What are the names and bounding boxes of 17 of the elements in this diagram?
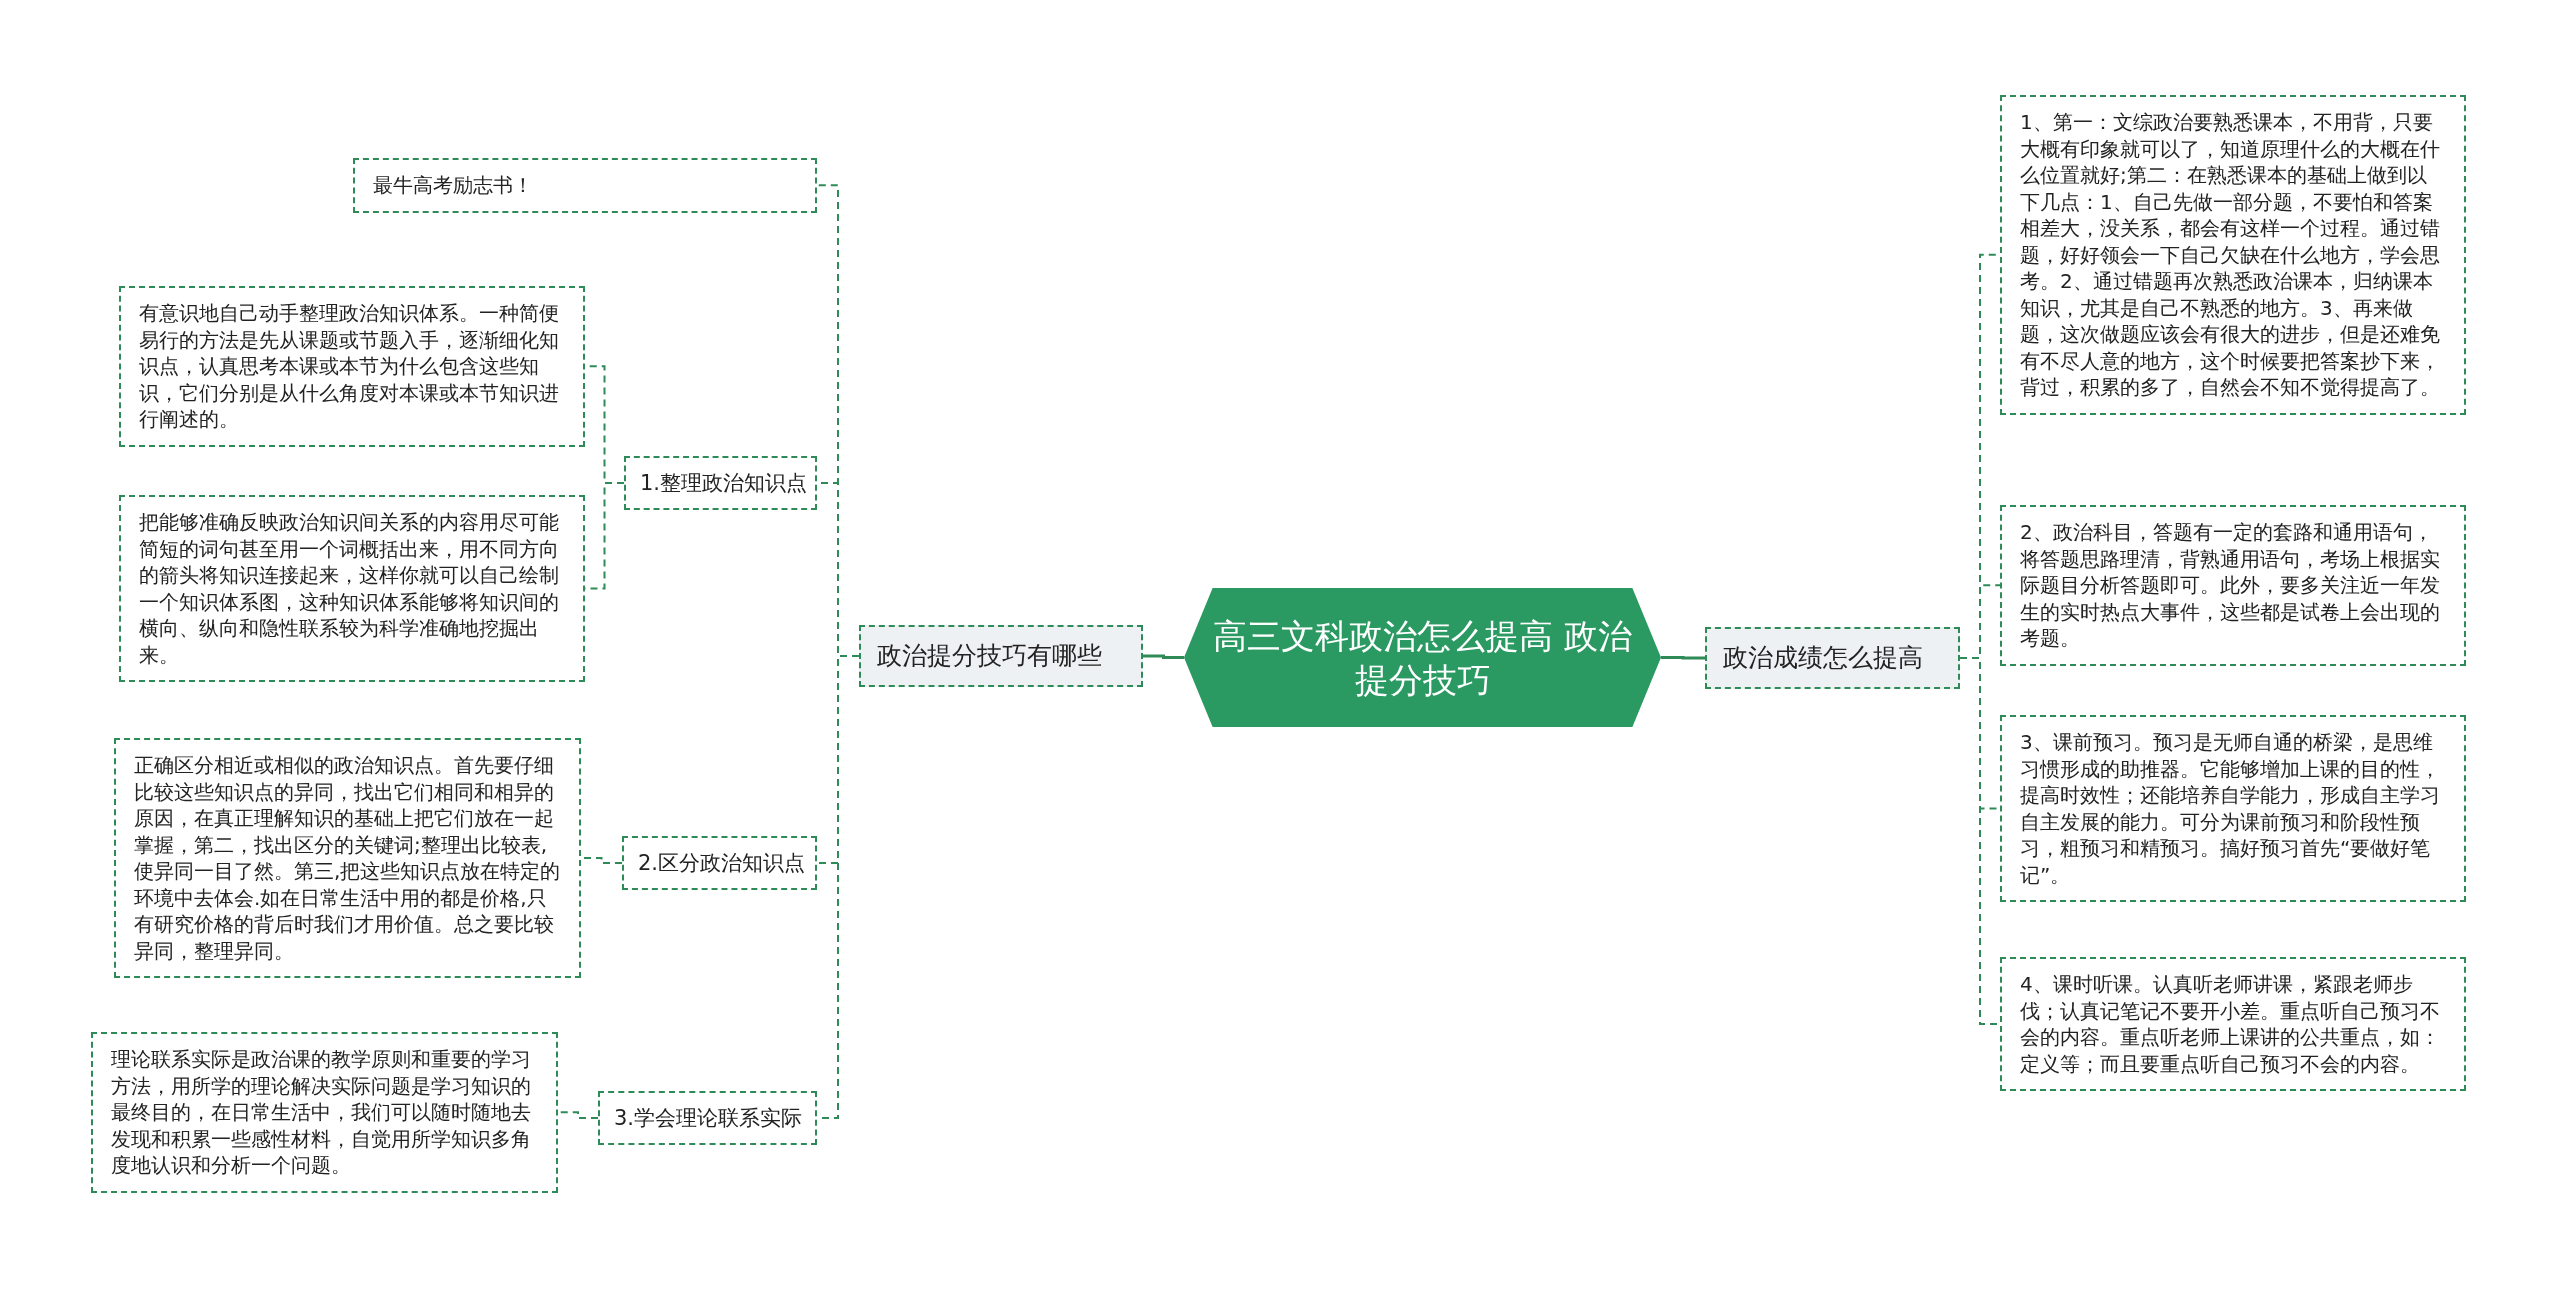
note-box: 有意识地自己动手整理政治知识体系。一种简便易行的方法是先从课题或节题入手，逐渐细化知识点，认真思考本课或本节为什么包含这些知识，它们分别是从什么角度对本课或本节知识进行阐述的。 [119,286,585,447]
note-box: 1、第一：文综政治要熟悉课本，不用背，只要大概有印象就可以了，知道原理什么的大概在什么位置就好;第二：在熟悉课本的基础上做到以下几点：1、自己先做一部分题，不要怕和答案相差大，没关系，都会有这样一个过程。通过错题，好好领会一下自己欠缺在什么地方，学会思考。2、通过错题再次熟悉政治课本，归纳课本知识，尤其是自己不熟悉的地方。3、再来做题，这次做题应该会有很大的进步，但是还难免有不尽人意的地方，这个时候要把答案抄下来，背过，积累的多了，自然会不知不觉得提高了。 [2000,95,2466,415]
connector-line [1661,656,1705,660]
branch-topic: 政治成绩怎么提高 [1705,627,1960,689]
central-topic: 高三文科政治怎么提高 政治提分技巧 [1184,588,1661,727]
note-box: 4、课时听课。认真听老师讲课，紧跟老师步伐；认真记笔记不要开小差。重点听自己预习不会的内容。重点听老师上课讲的公共重点，如：定义等；而且要重点听自己预习不会的内容。 [2000,957,2466,1091]
branch-topic: 政治提分技巧有哪些 [859,625,1143,687]
note-box: 正确区分相近或相似的政治知识点。首先要仔细比较这些知识点的异同，找出它们相同和相异的原因，在真正理解知识的基础上把它们放在一起掌握，第二，找出区分的关键词;整理出比较表,使异同一目了然。第三,把这些知识点放在特定的环境中去体会.如在日常生活中用的都是价格,只有研究价格的背后时我们才用价值。总之要比较异同，整理异同。 [114,738,581,978]
note-box: 理论联系实际是政治课的教学原则和重要的学习方法，用所学的理论解决实际问题是学习知识的最终目的，在日常生活中，我们可以随时随地去发现和积累一些感性材料，自觉用所学知识多角度地认识和分析一个问题。 [91,1032,558,1193]
note-box: 2、政治科目，答题有一定的套路和通用语句，将答题思路理清，背熟通用语句，考场上根据实际题目分析答题即可。此外，要多关注近一年发生的实时热点大事件，这些都是试卷上会出现的考题。 [2000,505,2466,666]
subtopic-box: 2.区分政治知识点 [622,836,817,890]
subtopic-box: 3.学会理论联系实际 [598,1091,817,1145]
note-box: 3、课前预习。预习是无师自通的桥梁，是思维习惯形成的助推器。它能够增加上课的目的性，提高时效性；还能培养自学能力，形成自主学习自主发展的能力。可分为课前预习和阶段性预习，粗预习和精预习。搞好预习首先“要做好笔记”。 [2000,715,2466,902]
note-box: 把能够准确反映政治知识间关系的内容用尽可能简短的词句甚至用一个词概括出来，用不同方向的箭头将知识连接起来，这样你就可以自己绘制一个知识体系图，这种知识体系能够将知识间的横向、纵向和隐性联系较为科学准确地挖掘出来。 [119,495,585,682]
connector-line [1143,654,1184,659]
note-box: 最牛高考励志书！ [353,158,817,213]
subtopic-box: 1.整理政治知识点 [624,456,817,510]
